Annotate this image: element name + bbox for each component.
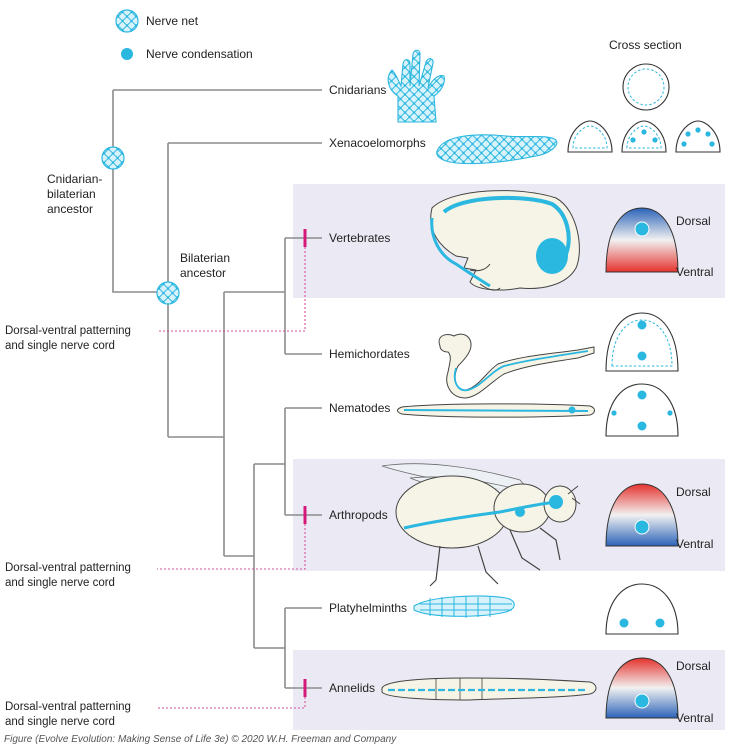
legend-nerve-condensation-label: Nerve condensation	[146, 47, 253, 61]
phylogenetic-tree	[112, 89, 322, 689]
svg-text:and single nerve cord: and single nerve cord	[5, 340, 115, 352]
taxon-label-hemichordates: Hemichordates	[329, 347, 410, 361]
cross-section-cnidarian	[622, 63, 670, 111]
svg-text:and single nerve cord: and single nerve cord	[5, 716, 115, 728]
svg-text:bilaterian: bilaterian	[47, 187, 96, 201]
taxon-label-annelids: Annelids	[329, 681, 375, 695]
cross-section-platyhelminth	[605, 583, 679, 635]
annotation-markers	[157, 229, 307, 709]
cnidarian-bilaterian-ancestor-node-icon	[101, 146, 125, 170]
taxon-label-xenacoelomorphs: Xenacoelomorphs	[329, 136, 426, 150]
svg-text:Dorsal-ventral patterning: Dorsal-ventral patterning	[5, 562, 131, 574]
svg-text:Dorsal-ventral patterning: Dorsal-ventral patterning	[5, 701, 131, 713]
figure-caption: Figure (Evolve Evolution: Making Sense o…	[4, 734, 397, 745]
cross-section-xenacoelomorph-1	[567, 120, 613, 153]
svg-text:Dorsal-ventral patterning: Dorsal-ventral patterning	[5, 325, 131, 337]
cnidarian-polyp-illustration	[387, 49, 445, 123]
cnidarian-bilaterian-ancestor-label: Cnidarian- bilaterian ancestor	[47, 172, 102, 216]
vertebrate-ventral-label: Ventral	[676, 265, 713, 279]
annelid-ventral-label: Ventral	[676, 711, 713, 725]
nematode-illustration	[397, 403, 595, 418]
svg-text:ancestor: ancestor	[180, 266, 226, 280]
arthropod-dorsal-label: Dorsal	[676, 485, 711, 499]
cross-section-title: Cross section	[609, 38, 682, 52]
svg-text:Cnidarian-: Cnidarian-	[47, 172, 102, 186]
taxon-label-cnidarians: Cnidarians	[329, 83, 386, 97]
taxon-label-platyhelminths: Platyhelminths	[329, 601, 407, 615]
bilaterian-ancestor-label: Bilaterian ancestor	[180, 251, 230, 280]
cross-section-xenacoelomorph-2	[621, 120, 667, 153]
annelid-dorsal-label: Dorsal	[676, 659, 711, 673]
taxon-label-arthropods: Arthropods	[329, 508, 388, 522]
vertebrate-embryo-illustration	[430, 190, 580, 291]
arthropod-illustration	[381, 463, 581, 587]
annotation-1: Dorsal-ventral patterning and single ner…	[5, 325, 131, 352]
taxon-label-vertebrates: Vertebrates	[329, 231, 390, 245]
cross-section-nematode	[605, 383, 679, 437]
cross-section-hemichordate	[605, 312, 679, 372]
cross-section-annelid	[605, 657, 679, 719]
platyhelminth-illustration	[413, 595, 515, 618]
svg-text:ancestor: ancestor	[47, 202, 93, 216]
xenacoelomorph-illustration	[436, 134, 558, 165]
svg-text:and single nerve cord: and single nerve cord	[5, 577, 115, 589]
taxon-label-nematodes: Nematodes	[329, 401, 390, 415]
hemichordate-illustration	[438, 333, 595, 399]
svg-text:Bilaterian: Bilaterian	[180, 251, 230, 265]
cross-section-vertebrate	[605, 207, 679, 273]
nerve-net-legend-icon	[115, 9, 139, 33]
cross-section-xenacoelomorph-3	[675, 120, 721, 153]
legend: Nerve net Nerve condensation	[115, 9, 253, 61]
cross-section-arthropod	[605, 483, 679, 547]
bilaterian-ancestor-node-icon	[156, 281, 180, 305]
annelid-illustration	[381, 677, 597, 701]
arthropod-ventral-label: Ventral	[676, 537, 713, 551]
annotation-3: Dorsal-ventral patterning and single ner…	[5, 701, 131, 728]
vertebrate-dorsal-label: Dorsal	[676, 214, 711, 228]
annotation-2: Dorsal-ventral patterning and single ner…	[5, 562, 131, 589]
nerve-condensation-legend-icon	[121, 48, 133, 60]
legend-nerve-net-label: Nerve net	[146, 14, 199, 28]
